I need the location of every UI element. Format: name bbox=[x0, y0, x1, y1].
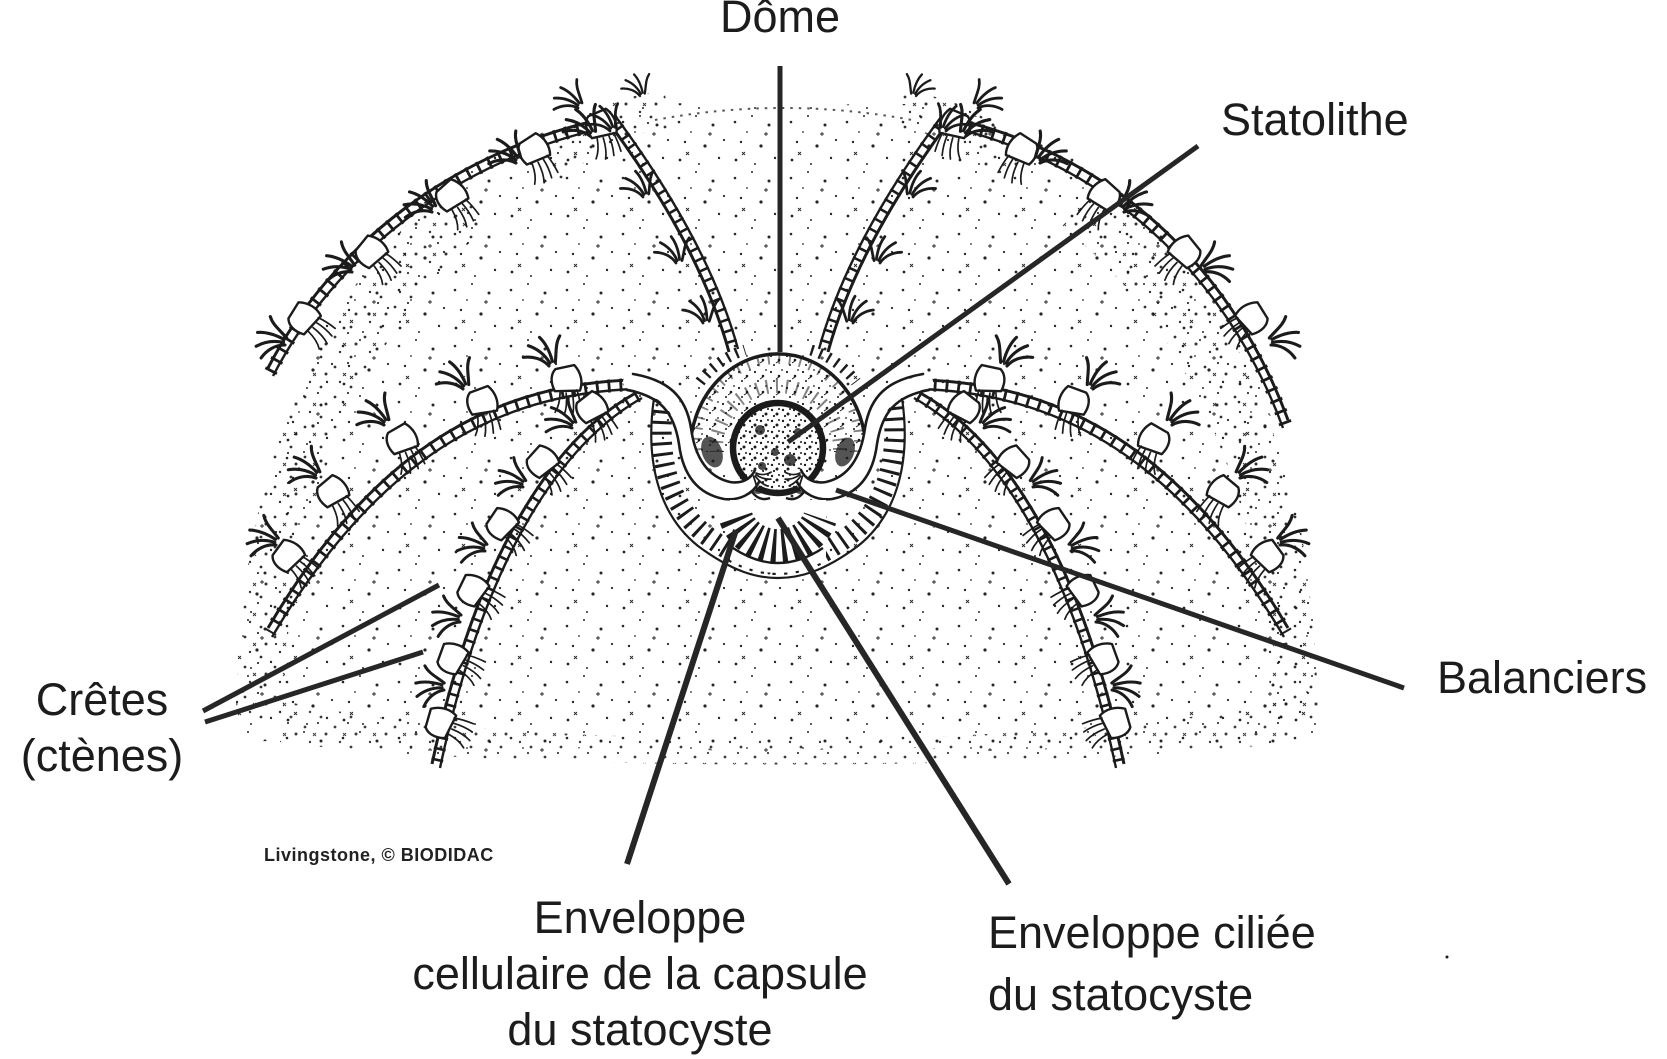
enveloppe-cellulaire-leader-line bbox=[624, 529, 739, 865]
ciliated-band bbox=[650, 397, 906, 580]
dome-label: Dôme bbox=[719, 0, 841, 42]
cretes-label-line2: (ctènes) bbox=[20, 730, 184, 781]
balanciers-label: Balanciers bbox=[1437, 652, 1648, 703]
dome-apex-dotted-outline bbox=[654, 107, 913, 121]
enveloppe-cellulaire-line1: Enveloppe bbox=[533, 892, 747, 943]
enveloppe-cellulaire-line3: du statocyste bbox=[507, 1004, 773, 1055]
capsule-shadows bbox=[701, 436, 855, 494]
enveloppe-ciliee-leader-line bbox=[775, 516, 1012, 886]
enveloppe-ciliee-label: Enveloppe ciliée du statocyste bbox=[988, 902, 1316, 1026]
enveloppe-cellulaire-label: Enveloppe cellulaire de la capsule du st… bbox=[388, 890, 892, 1058]
leader-lines bbox=[201, 66, 1405, 886]
capsule-channels bbox=[623, 372, 933, 501]
credit-text: Livingstone, © BIODIDAC bbox=[264, 845, 494, 865]
dome-edge-stipple-right bbox=[1062, 186, 1318, 720]
ciliated-skirt bbox=[719, 491, 837, 573]
dome-edge-stipple-bottom bbox=[280, 700, 1290, 765]
statolithe-label: Statolithe bbox=[1221, 94, 1409, 145]
dome-edge-stipple-left bbox=[236, 186, 492, 720]
cretes-label: Crêtes (ctènes) bbox=[4, 672, 200, 784]
capsule-shoulder-cilia bbox=[695, 344, 861, 386]
cretes-leader-line-upper bbox=[201, 582, 441, 714]
capsule-dome-outline bbox=[688, 352, 868, 453]
enveloppe-cellulaire-line2: cellulaire de la capsule bbox=[412, 948, 868, 999]
statocyst-capsule bbox=[623, 344, 933, 580]
enveloppe-ciliee-line2: du statocyste bbox=[988, 969, 1254, 1020]
enveloppe-ciliee-line1: Enveloppe ciliée bbox=[988, 907, 1316, 958]
cretes-leader-line-lower bbox=[204, 649, 424, 725]
stray-speck bbox=[1445, 955, 1449, 959]
balanciers-leader-line bbox=[835, 487, 1405, 691]
statolithe-leader-line bbox=[786, 143, 1200, 445]
comb-row-top-left bbox=[605, 114, 740, 353]
cretes-label-line1: Crêtes bbox=[35, 674, 169, 725]
comb-row-top-right bbox=[817, 114, 952, 353]
